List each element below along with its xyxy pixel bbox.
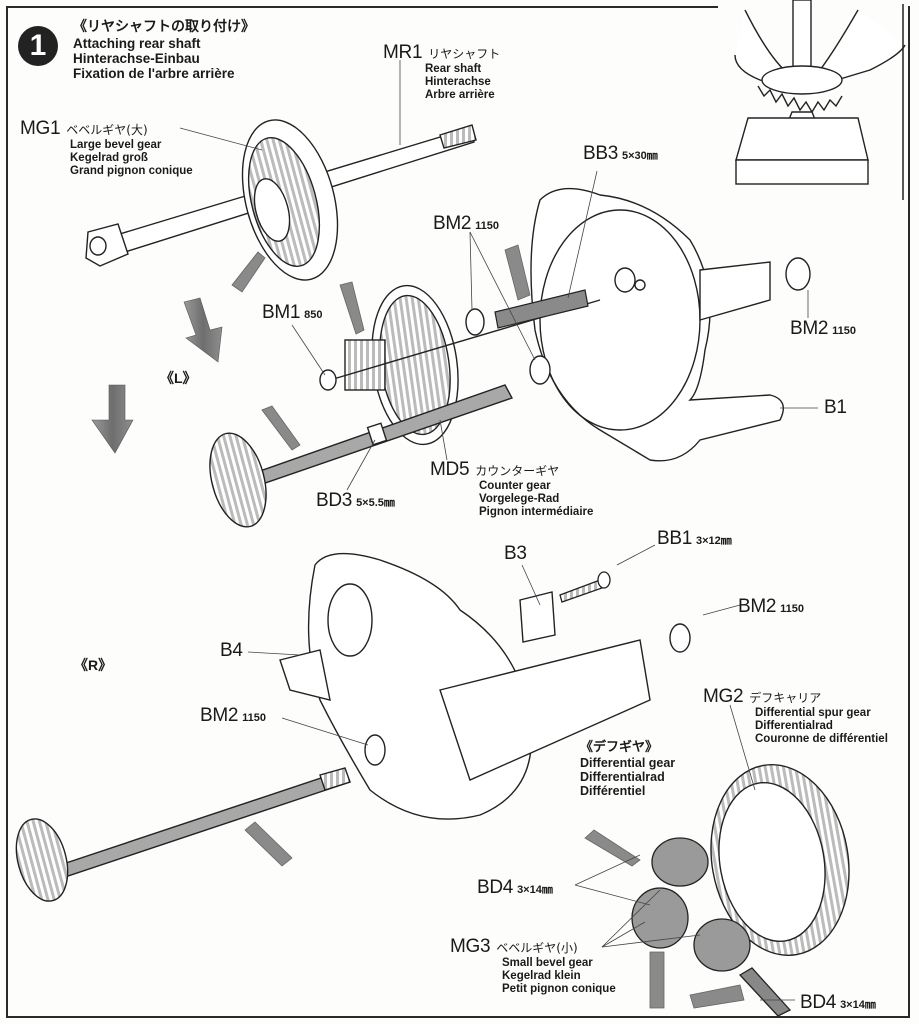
part-name-fr: Pignon intermédiaire xyxy=(479,506,594,519)
step-title-fr: Fixation de l'arbre arrière xyxy=(73,65,235,81)
part-code: BM2 xyxy=(433,213,472,234)
part-label-md5: MD5 カウンターギヤ Counter gear Vorgelege-Rad Pi… xyxy=(430,459,593,519)
part-name-jp: ベベルギヤ(小) xyxy=(496,941,578,955)
step-frame-top xyxy=(6,6,718,8)
step-title-en: Attaching rear shaft xyxy=(73,35,201,51)
part-name-en: Large bevel gear xyxy=(70,139,162,152)
step-frame xyxy=(6,6,910,1018)
part-code: BD3 xyxy=(316,490,353,511)
differential-gear-heading: 《デフギヤ》 Differential gear Differentialrad… xyxy=(580,740,676,798)
part-code: MG1 xyxy=(20,118,61,139)
part-name-fr: Arbre arrière xyxy=(425,89,495,102)
leader-lines xyxy=(179,60,818,1001)
part-spec: 1150 xyxy=(475,220,500,232)
step-number-badge: 1 xyxy=(18,26,58,66)
part-code: MD5 xyxy=(430,459,470,480)
part-name-jp: リヤシャフト xyxy=(428,47,501,61)
part-name-de: Hinterachse xyxy=(425,76,491,89)
part-code: MR1 xyxy=(383,42,423,63)
part-code: BM2 xyxy=(738,596,777,617)
part-code: BB3 xyxy=(583,143,619,164)
part-code: B4 xyxy=(220,640,243,661)
part-spec: 1150 xyxy=(832,325,857,337)
small-bevel-gears-mg3-drawing xyxy=(631,837,792,1017)
shaft-r-drawing xyxy=(15,623,691,902)
part-code: BM2 xyxy=(790,318,829,339)
part-code: B1 xyxy=(824,397,847,418)
section-label-right: 《R》 xyxy=(74,657,113,673)
part-spec: 1150 xyxy=(780,603,805,615)
part-label-b4: B4 xyxy=(220,640,243,661)
part-name-jp: ベベルギヤ(大) xyxy=(66,123,148,137)
part-label-mg3: MG3 ベベルギヤ(小) Small bevel gear Kegelrad kl… xyxy=(450,936,616,996)
counter-gear-md5-drawing xyxy=(319,284,601,446)
part-label-b3: B3 xyxy=(504,543,527,564)
part-spec: 3×14㎜ xyxy=(517,884,553,896)
part-code: BB1 xyxy=(657,528,693,549)
part-code: BD4 xyxy=(800,992,837,1013)
part-name-de: Kegelrad groß xyxy=(70,152,148,165)
part-label-b1: B1 xyxy=(824,397,847,418)
part-code: BM2 xyxy=(200,705,239,726)
part-name-fr: Grand pignon conique xyxy=(70,165,193,178)
large-bevel-gear-mg1-drawing xyxy=(241,119,339,281)
part-name-en: Counter gear xyxy=(479,480,551,493)
part-name-en: Rear shaft xyxy=(425,63,482,76)
part-spec: 3×14㎜ xyxy=(840,999,876,1011)
part-spec: 5×5.5㎜ xyxy=(356,497,395,509)
part-name-jp: カウンターギヤ xyxy=(475,464,560,478)
screw-bb1-drawing xyxy=(559,571,611,603)
part-name-jp: デフキャリア xyxy=(749,691,822,705)
diff-title-jp: 《デフギヤ》 xyxy=(580,740,659,755)
part-name-fr: Petit pignon conique xyxy=(502,983,616,996)
part-label-mr1: MR1 リヤシャフト Rear shaft Hinterachse Arbre a… xyxy=(383,42,500,102)
diff-title-fr: Différentiel xyxy=(580,783,646,798)
section-label-left: 《L》 xyxy=(160,370,197,386)
part-name-de: Kegelrad klein xyxy=(502,970,581,983)
part-code: BM1 xyxy=(262,302,301,323)
shaft-bd3-drawing xyxy=(209,384,514,528)
down-arrow-icon xyxy=(91,297,223,454)
press-fit-inset-illustration xyxy=(734,0,906,200)
bearings-top-drawing xyxy=(465,257,811,385)
grease-tube-icon xyxy=(231,244,745,1009)
part-code: B3 xyxy=(504,543,527,564)
part-name-de: Vorgelege-Rad xyxy=(479,493,560,506)
part-spec: 850 xyxy=(304,309,323,321)
part-name-de: Differentialrad xyxy=(755,720,833,733)
part-code: MG3 xyxy=(450,936,491,957)
differential-spur-gear-mg2-drawing xyxy=(710,764,850,956)
gearbox-half-b1-drawing xyxy=(530,187,784,462)
part-code: BD4 xyxy=(477,877,514,898)
part-name-fr: Couronne de différentiel xyxy=(755,733,888,746)
step-title: 《リヤシャフトの取り付け》 Attaching rear shaft Hinte… xyxy=(73,19,255,81)
part-spec: 1150 xyxy=(242,712,267,724)
step-title-de: Hinterachse-Einbau xyxy=(73,50,200,66)
part-name-en: Differential spur gear xyxy=(755,707,871,720)
part-spec: 5×30㎜ xyxy=(622,150,658,162)
diff-title-de: Differentialrad xyxy=(580,769,665,784)
part-label-mg1: MG1 ベベルギヤ(大) Large bevel gear Kegelrad gr… xyxy=(20,118,193,178)
part-label-mg2: MG2 デフキャリア Differential spur gear Differe… xyxy=(703,686,888,746)
part-spec: 3×12㎜ xyxy=(696,535,732,547)
part-code: MG2 xyxy=(703,686,744,707)
diff-title-en: Differential gear xyxy=(580,755,676,770)
part-name-en: Small bevel gear xyxy=(502,957,593,970)
step-title-jp: 《リヤシャフトの取り付け》 xyxy=(73,19,255,35)
gearbox-half-b4-drawing xyxy=(279,552,651,820)
shaft-bb3-drawing xyxy=(494,289,589,329)
